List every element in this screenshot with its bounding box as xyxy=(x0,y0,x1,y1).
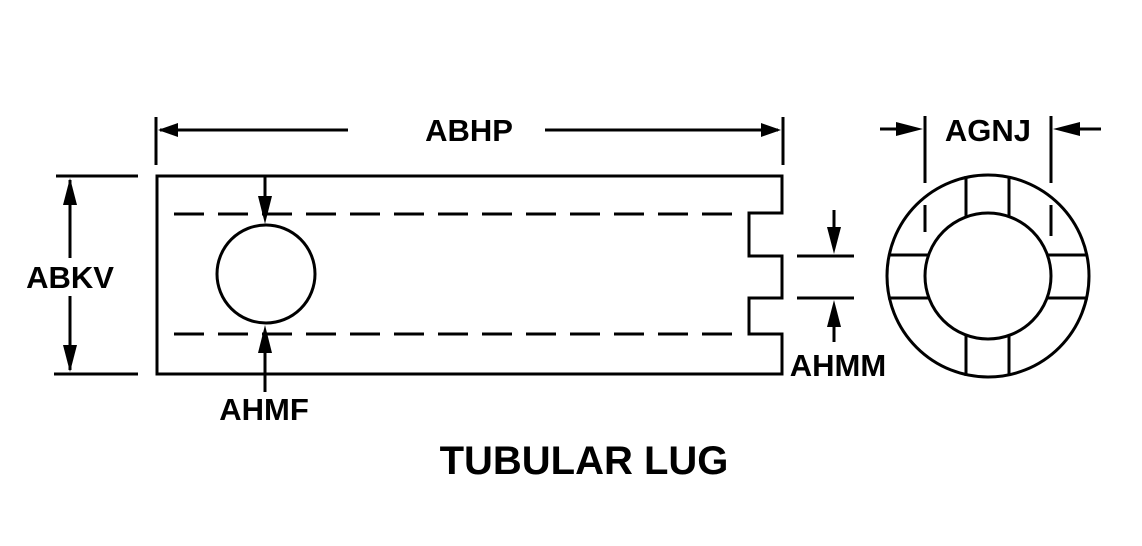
arrow-down-icon xyxy=(827,227,841,254)
arrow-down-icon xyxy=(258,196,272,224)
label-agnj: AGNJ xyxy=(945,113,1031,148)
dimension-abhp: ABHP xyxy=(154,113,785,165)
dimension-ahmf: AHMF xyxy=(219,176,309,427)
end-view xyxy=(885,173,1091,379)
side-view xyxy=(155,174,784,376)
lug-body-outline xyxy=(155,174,784,376)
label-ahmm: AHMM xyxy=(790,348,886,383)
arrow-up-icon xyxy=(63,178,77,205)
stud-hole xyxy=(215,223,317,325)
outer-circle xyxy=(885,173,1091,379)
arrow-right-icon xyxy=(761,123,781,137)
arrow-left-icon xyxy=(158,123,178,137)
arrow-up-icon xyxy=(258,325,272,353)
arrow-left-icon xyxy=(1053,122,1080,136)
dimension-ahmm: AHMM xyxy=(790,210,886,383)
inner-circle xyxy=(923,211,1053,341)
dimension-agnj: AGNJ xyxy=(880,113,1101,236)
diagram-title: TUBULAR LUG xyxy=(440,439,729,483)
label-abkv: ABKV xyxy=(26,260,114,295)
arrow-down-icon xyxy=(63,345,77,372)
dimension-abkv: ABKV xyxy=(26,174,138,376)
arrow-right-icon xyxy=(896,122,923,136)
label-ahmf: AHMF xyxy=(219,392,309,427)
arrow-up-icon xyxy=(827,300,841,327)
label-abhp: ABHP xyxy=(425,113,513,148)
